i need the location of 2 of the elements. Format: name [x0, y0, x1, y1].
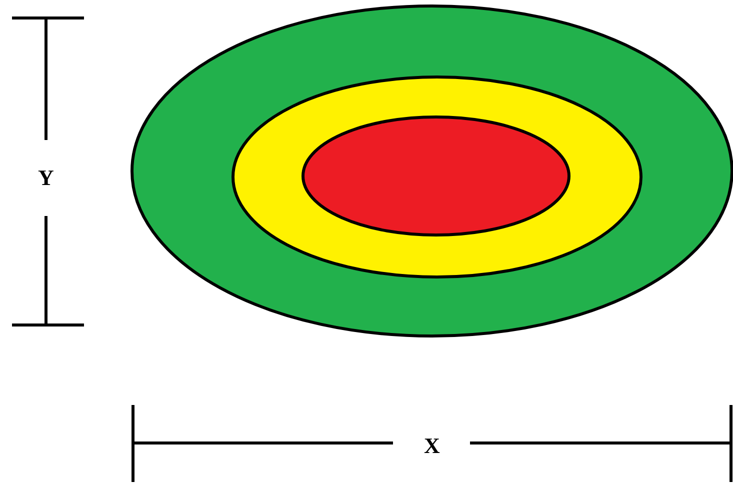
dimension-label: Y	[37, 166, 55, 190]
dimension-label: X	[423, 434, 441, 458]
